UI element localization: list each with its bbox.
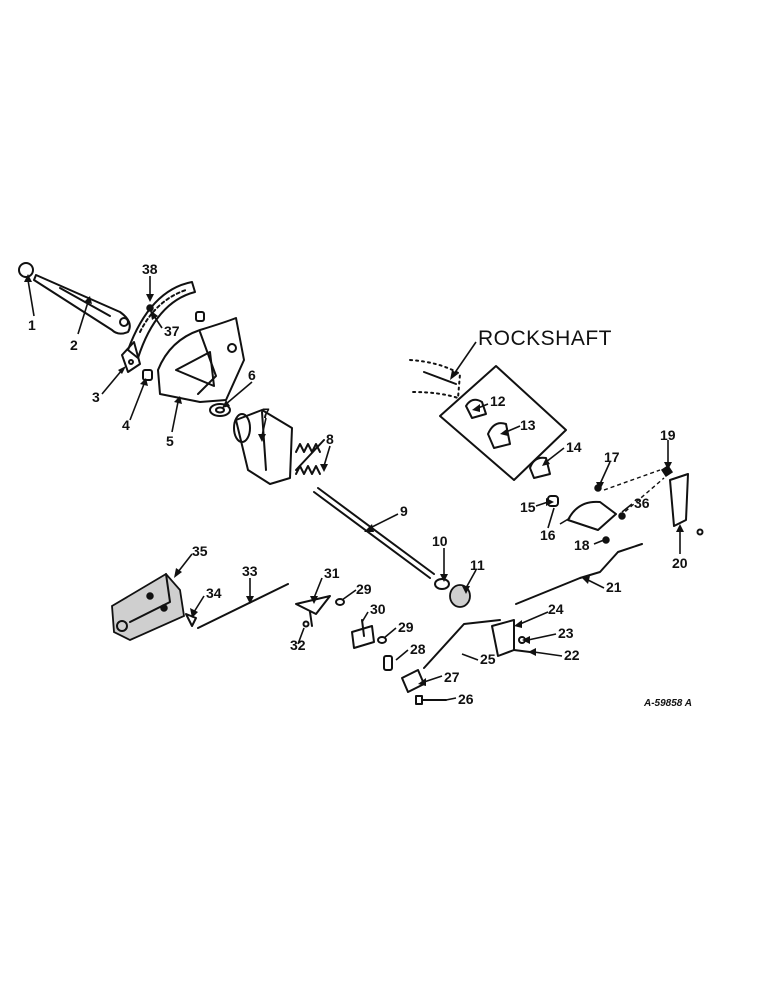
part-20-link <box>669 473 704 536</box>
part-9-shaft <box>313 487 435 579</box>
part-label-3: 3 <box>92 389 100 405</box>
part-label-29a: 29 <box>356 581 372 597</box>
part-label-25: 25 <box>480 651 496 667</box>
part-label-26: 26 <box>458 691 474 707</box>
part-label-34: 34 <box>206 585 222 601</box>
part-label-14: 14 <box>566 439 582 455</box>
part-label-37: 37 <box>164 323 180 339</box>
part-label-13: 13 <box>520 417 536 433</box>
dashed-assembly-lines <box>603 469 665 517</box>
part-5-quadrant-plate <box>157 317 245 403</box>
part-label-24: 24 <box>548 601 564 617</box>
part-35-control-valve <box>111 572 185 641</box>
part-36-pin <box>618 512 626 520</box>
part-label-9: 9 <box>400 503 408 519</box>
part-label-21: 21 <box>606 579 622 595</box>
part-1-knob <box>18 262 34 278</box>
part-34-clip <box>185 613 197 627</box>
part-19-clip <box>660 464 674 478</box>
part-label-2: 2 <box>70 337 78 353</box>
part-label-18: 18 <box>574 537 590 553</box>
part-small-block <box>195 311 205 322</box>
part-label-36: 36 <box>634 495 650 511</box>
part-8-spring <box>295 439 325 475</box>
part-label-4: 4 <box>122 417 130 433</box>
part-label-30: 30 <box>370 601 386 617</box>
part-label-12: 12 <box>490 393 506 409</box>
part-label-6: 6 <box>248 367 256 383</box>
rockshaft-body <box>409 359 461 399</box>
part-label-8: 8 <box>326 431 334 447</box>
part-label-27: 27 <box>444 669 460 685</box>
part-16-cam <box>567 500 617 531</box>
part-33-rod <box>197 583 289 629</box>
part-37-notch <box>146 304 154 312</box>
part-28-pin <box>383 655 393 671</box>
part-label-22: 22 <box>564 647 580 663</box>
part-number-labels: 1 2 3 4 5 6 7 8 9 10 11 12 13 14 15 16 1… <box>28 261 688 707</box>
part-label-1: 1 <box>28 317 36 333</box>
leader-lines <box>24 274 684 701</box>
part-label-19: 19 <box>660 427 676 443</box>
part-label-23: 23 <box>558 625 574 641</box>
part-label-38: 38 <box>142 261 158 277</box>
part-7-housing <box>233 409 293 485</box>
part-label-20: 20 <box>672 555 688 571</box>
part-label-11: 11 <box>470 557 485 573</box>
part-29-nut-upper <box>335 598 345 606</box>
part-label-28: 28 <box>410 641 426 657</box>
rockshaft-label: ROCKSHAFT <box>478 327 612 350</box>
part-label-33: 33 <box>242 563 258 579</box>
part-27-clevis <box>401 669 425 693</box>
part-25-rod <box>423 619 501 669</box>
part-label-16: 16 <box>540 527 556 543</box>
part-30-bracket <box>351 619 375 649</box>
part-label-17: 17 <box>604 449 620 465</box>
part-label-29b: 29 <box>398 619 414 635</box>
part-32-pin <box>302 620 310 628</box>
part-26-bolt <box>415 695 447 705</box>
part-4-bushing <box>142 369 153 381</box>
part-29-nut-lower <box>377 636 387 644</box>
part-12-clamp <box>465 398 487 419</box>
part-label-15: 15 <box>520 499 536 515</box>
part-13-clamp <box>487 422 511 449</box>
part-label-32: 32 <box>290 637 306 653</box>
part-10-collar <box>434 578 450 590</box>
drawing-reference-code: A-59858 A <box>643 698 692 709</box>
part-3-bracket <box>121 341 141 373</box>
part-label-5: 5 <box>166 433 174 449</box>
part-label-7: 7 <box>262 405 270 421</box>
part-label-35: 35 <box>192 543 208 559</box>
part-2-control-lever <box>33 274 131 335</box>
part-21-rod <box>515 543 643 605</box>
part-22-bolt <box>513 649 531 653</box>
part-label-31: 31 <box>324 565 340 581</box>
part-14-bracket <box>529 456 551 479</box>
rockshaft-inset-frame <box>439 365 567 481</box>
part-6-washer <box>209 403 231 417</box>
part-label-10: 10 <box>432 533 448 549</box>
part-38-quadrant-arc <box>127 281 196 359</box>
